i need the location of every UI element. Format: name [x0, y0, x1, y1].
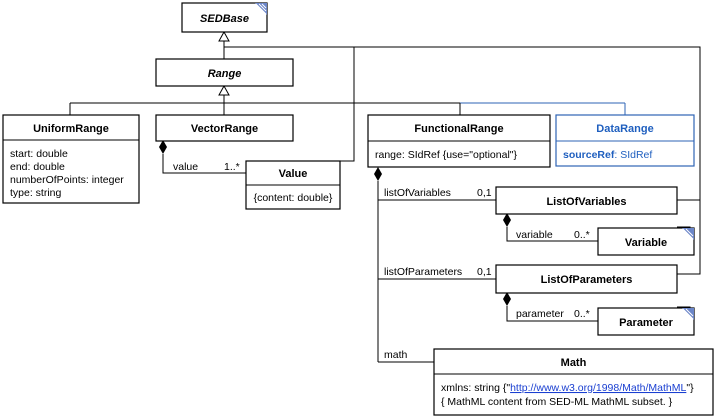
- composition-diamond: [159, 140, 167, 154]
- parameter-multiplicity-label: 0..*: [574, 308, 590, 320]
- listofparameters-to-sedbase-line: [677, 200, 701, 275]
- value-role-label: value: [173, 161, 198, 173]
- value-attr: {content: double}: [254, 192, 333, 204]
- value-title: Value: [279, 168, 308, 180]
- uniformrange-attr-type: type: string: [10, 187, 62, 199]
- listofvariables-multiplicity-label: 0,1: [477, 187, 492, 199]
- math-attr-xmlns: xmlns: string {"http://www.w3.org/1998/M…: [441, 382, 694, 394]
- generalization-arrow: [218, 30, 230, 42]
- vectorrange-title: VectorRange: [191, 123, 258, 135]
- functionalrange-title: FunctionalRange: [414, 123, 503, 135]
- listofvariables-role-label: listOfVariables: [384, 187, 451, 199]
- class-vectorrange: [155, 114, 294, 142]
- listofparameters-role-label: listOfParameters: [384, 266, 462, 278]
- sedbase-title: SEDBase: [200, 13, 249, 25]
- listofvariables-title: ListOfVariables: [546, 196, 626, 208]
- vectorrange-value-line: [162, 154, 246, 174]
- functionalrange-attr: range: SIdRef {use="optional"}: [375, 149, 518, 161]
- range-title: Range: [208, 68, 242, 80]
- listofvariables-variable-line: [506, 227, 598, 242]
- composition-diamond: [374, 167, 382, 181]
- class-range: [155, 58, 294, 87]
- uniformrange-attr-end: end: double: [10, 161, 65, 173]
- variable-multiplicity-label: 0..*: [574, 229, 590, 241]
- datarange-attr: sourceRef: SIdRef: [563, 149, 652, 161]
- math-title: Math: [561, 357, 587, 369]
- listofvariables-to-sedbase-line: [223, 41, 701, 201]
- class-parameter: [597, 307, 695, 336]
- class-listofvariables: [495, 186, 678, 215]
- uniformrange-attr-numberofpoints: numberOfPoints: integer: [10, 174, 124, 186]
- listofparameters-title: ListOfParameters: [541, 274, 633, 286]
- class-uniformrange: [2, 114, 140, 204]
- class-listofparameters: [495, 264, 678, 294]
- parameter-role-label: parameter: [516, 308, 564, 320]
- math-attr-content: { MathML content from SED-ML MathML subs…: [441, 396, 673, 408]
- datarange-attr-type: : SIdRef: [614, 149, 652, 161]
- class-sedbase: [181, 2, 268, 33]
- class-math: [433, 348, 714, 416]
- listofparameters-multiplicity-label: 0,1: [477, 266, 492, 278]
- class-variable: [597, 227, 695, 256]
- value-multiplicity-label: 1..*: [224, 161, 240, 173]
- datarange-title: DataRange: [596, 123, 653, 135]
- uniformrange-attr-start: start: double: [10, 148, 68, 160]
- listofparameters-parameter-line: [506, 306, 598, 322]
- composition-diamond: [503, 292, 511, 306]
- uniformrange-title: UniformRange: [33, 123, 109, 135]
- datarange-attr-name: sourceRef: [563, 149, 615, 161]
- mathml-namespace-link[interactable]: http://www.w3.org/1998/Math/MathML: [510, 382, 686, 394]
- composition-diamond: [503, 213, 511, 227]
- variable-role-label: variable: [516, 229, 553, 241]
- variable-title: Variable: [625, 237, 667, 249]
- generalization-arrow: [218, 84, 230, 96]
- parameter-title: Parameter: [619, 317, 674, 329]
- math-role-label: math: [384, 349, 408, 361]
